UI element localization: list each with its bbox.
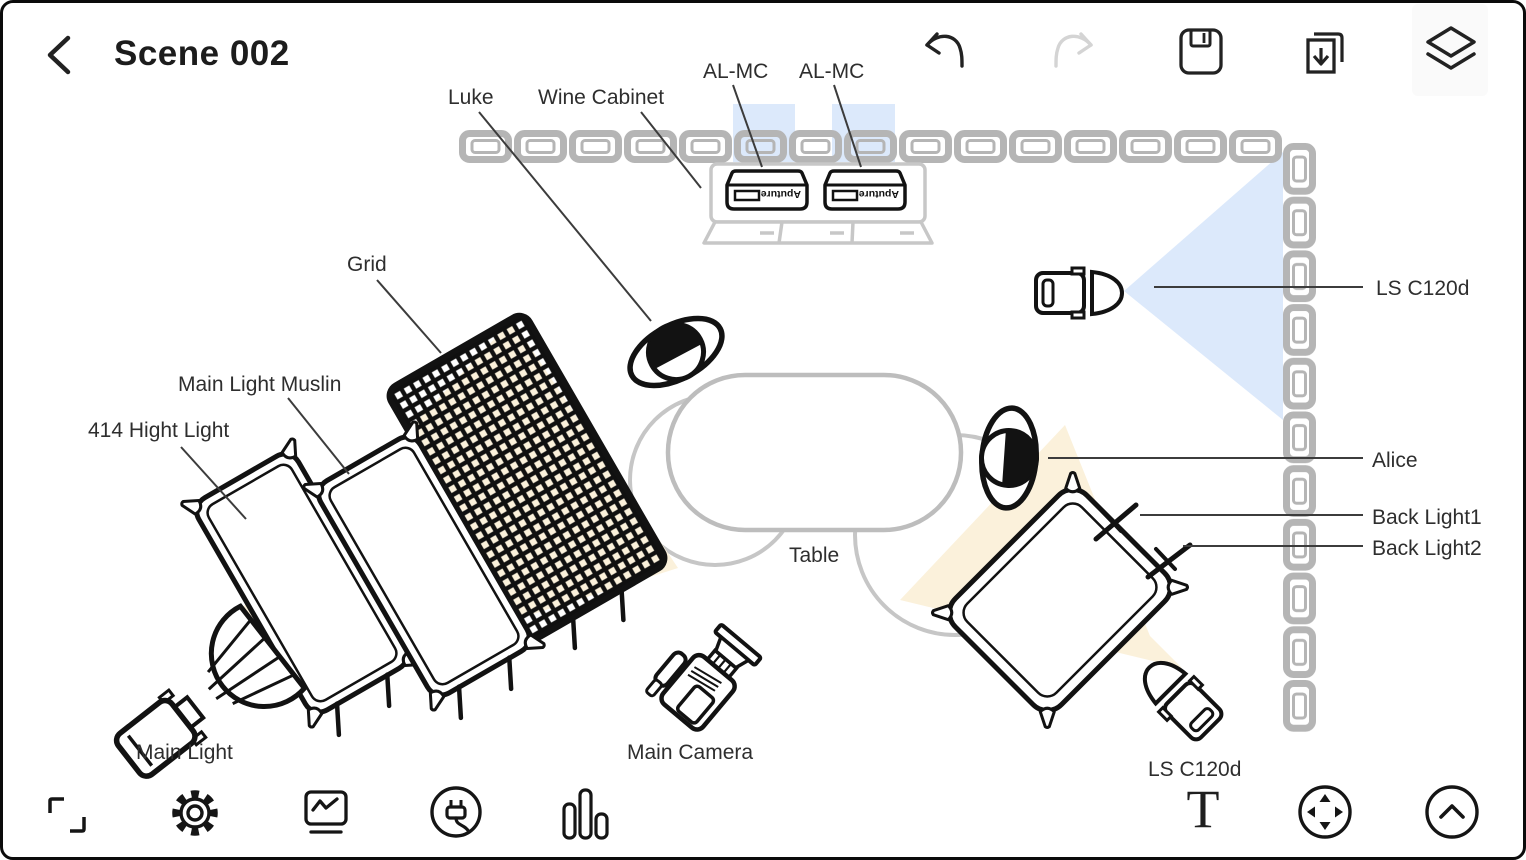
label-al-mc-1[interactable]: AL-MC [703, 60, 768, 168]
expand-button[interactable] [42, 789, 92, 841]
layers-button[interactable] [1420, 20, 1482, 80]
label-back-light-1[interactable]: Back Light1 [1140, 506, 1482, 529]
layers-button-backdrop [1412, 4, 1488, 96]
svg-text:Main Light Muslin: Main Light Muslin [178, 373, 341, 396]
svg-text:Grid: Grid [347, 253, 387, 276]
chevron-up-icon [1425, 785, 1479, 839]
svg-text:AL-MC: AL-MC [703, 60, 768, 83]
text-tool-icon: T [1186, 779, 1220, 839]
main-light[interactable] [96, 603, 308, 801]
label-alice[interactable]: Alice [1048, 449, 1418, 472]
label-ls-c120d-top[interactable]: LS C120d [1154, 277, 1469, 300]
undo-button[interactable] [918, 24, 970, 76]
label-main-light-muslin[interactable]: Main Light Muslin [178, 373, 350, 475]
al-mc-light-1[interactable] [725, 169, 809, 211]
svg-text:414 Hight Light: 414 Hight Light [88, 419, 229, 442]
svg-text:Back Light1: Back Light1 [1372, 506, 1482, 529]
chevron-left-icon [47, 35, 71, 75]
label-main-light[interactable]: Main Light [136, 741, 233, 764]
label-ls-c120d-bottom[interactable]: LS C120d [1148, 758, 1241, 781]
svg-text:LS C120d: LS C120d [1148, 758, 1241, 781]
back-light-1[interactable] [1093, 502, 1139, 542]
softbox-right[interactable] [926, 466, 1195, 735]
wall-right[interactable] [1283, 142, 1316, 732]
svg-text:Main Camera: Main Camera [627, 741, 753, 764]
label-414-hight-light[interactable]: 414 Hight Light [88, 419, 247, 520]
ls-c120d-top[interactable] [1034, 266, 1124, 320]
table[interactable] [665, 372, 964, 533]
layers-icon [1426, 26, 1476, 70]
back-button[interactable] [42, 32, 82, 80]
collapse-button[interactable] [1423, 783, 1481, 841]
settings-button[interactable] [167, 785, 223, 841]
text-tool-button[interactable]: T [1176, 782, 1230, 836]
export-button[interactable] [1300, 26, 1352, 78]
page-title: Scene 002 [114, 34, 290, 73]
label-luke[interactable]: Luke [448, 86, 652, 322]
label-table[interactable]: Table [789, 544, 839, 567]
label-grid[interactable]: Grid [347, 253, 442, 354]
export-icon [1306, 32, 1344, 74]
monitor-waveform-icon [304, 790, 348, 834]
gear-icon [172, 790, 218, 836]
svg-text:Luke: Luke [448, 86, 494, 109]
save-button[interactable] [1176, 26, 1226, 76]
undo-icon [925, 32, 964, 68]
power-button[interactable] [427, 783, 485, 841]
save-icon [1179, 28, 1223, 75]
svg-text:Back Light2: Back Light2 [1372, 537, 1482, 560]
label-wine-cabinet[interactable]: Wine Cabinet [538, 86, 702, 189]
svg-text:Table: Table [789, 544, 839, 567]
wall-top[interactable] [458, 130, 1283, 163]
redo-icon [1054, 32, 1093, 68]
power-plug-icon [430, 786, 482, 838]
pan-button[interactable] [1296, 783, 1354, 841]
label-main-camera[interactable]: Main Camera [627, 741, 753, 764]
back-light-2[interactable] [1145, 542, 1193, 580]
main-camera[interactable] [644, 613, 763, 734]
svg-text:LS C120d: LS C120d [1376, 277, 1469, 300]
ls-c120d-bottom[interactable] [1132, 650, 1228, 746]
svg-text:AL-MC: AL-MC [799, 60, 864, 83]
svg-text:Alice: Alice [1372, 449, 1418, 472]
label-al-mc-2[interactable]: AL-MC [799, 60, 864, 168]
bar-chart-icon [562, 788, 609, 840]
redo-button[interactable] [1048, 24, 1100, 76]
svg-text:Wine Cabinet: Wine Cabinet [538, 86, 664, 109]
stats-button[interactable] [556, 786, 612, 842]
label-back-light-2[interactable]: Back Light2 [1183, 537, 1482, 560]
monitor-button[interactable] [297, 784, 355, 842]
expand-icon [48, 797, 86, 833]
pan-move-icon [1298, 785, 1352, 839]
svg-text:Main Light: Main Light [136, 741, 233, 764]
al-mc-light-2[interactable] [823, 169, 907, 211]
